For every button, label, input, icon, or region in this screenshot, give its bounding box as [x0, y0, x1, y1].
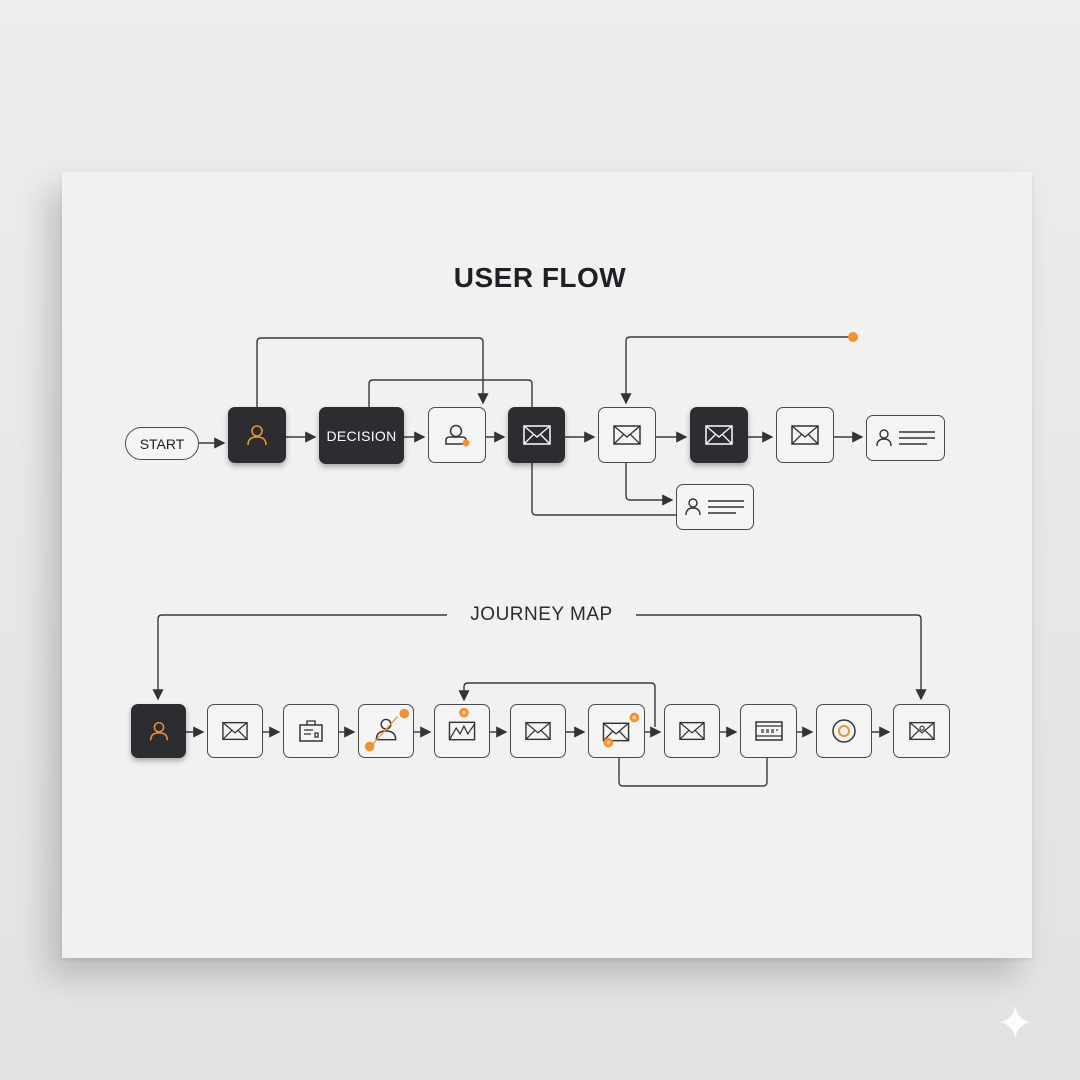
mail-icon [522, 425, 551, 445]
user-badge-icon [445, 424, 470, 447]
user-node[interactable] [228, 407, 286, 463]
profile-card-icon [875, 429, 935, 447]
user-badge-node[interactable] [428, 407, 486, 463]
journey-user-dots-node[interactable] [358, 704, 414, 758]
page-title: USER FLOW [453, 262, 627, 293]
journey-mail-node[interactable] [664, 704, 720, 758]
mail-icon [705, 425, 733, 445]
mail-dots-icon [602, 712, 640, 748]
journey-map-label: JOURNEY MAP [470, 604, 613, 625]
diagram-board [62, 172, 1032, 958]
profile-card-node[interactable] [676, 484, 754, 530]
target-icon [832, 719, 856, 743]
decision-node[interactable]: DECISION [319, 407, 404, 464]
mail-node[interactable] [508, 407, 565, 463]
user-dots-icon [364, 708, 410, 752]
mail-pin-icon [908, 721, 935, 741]
journey-briefcase-node[interactable] [283, 704, 339, 758]
profile-card-icon [685, 498, 744, 516]
journey-mail-pin-node[interactable] [893, 704, 950, 758]
sparkle-icon: ✦ [996, 997, 1035, 1049]
accent-dot [848, 332, 858, 342]
journey-target-node[interactable] [816, 704, 872, 758]
mail-icon [679, 721, 705, 741]
mail-node[interactable] [598, 407, 656, 463]
briefcase-icon [299, 720, 323, 742]
profile-card-node[interactable] [866, 415, 945, 461]
mail-node[interactable] [690, 407, 748, 463]
mail-node[interactable] [776, 407, 834, 463]
journey-keyboard-node[interactable] [740, 704, 797, 758]
keyboard-icon [754, 721, 783, 741]
user-icon [247, 425, 267, 446]
journey-user-node[interactable] [131, 704, 186, 758]
mail-icon [791, 425, 819, 445]
journey-mail-node[interactable] [207, 704, 263, 758]
mail-icon [613, 425, 641, 445]
start-node[interactable]: START [125, 427, 199, 460]
journey-mail-node[interactable] [510, 704, 566, 758]
user-icon [149, 721, 168, 741]
mail-icon [222, 721, 248, 741]
journey-mail-open-node[interactable] [434, 704, 490, 758]
mail-icon [525, 721, 551, 741]
journey-mail-dots-node[interactable] [588, 704, 645, 758]
mail-open-icon [448, 707, 476, 741]
